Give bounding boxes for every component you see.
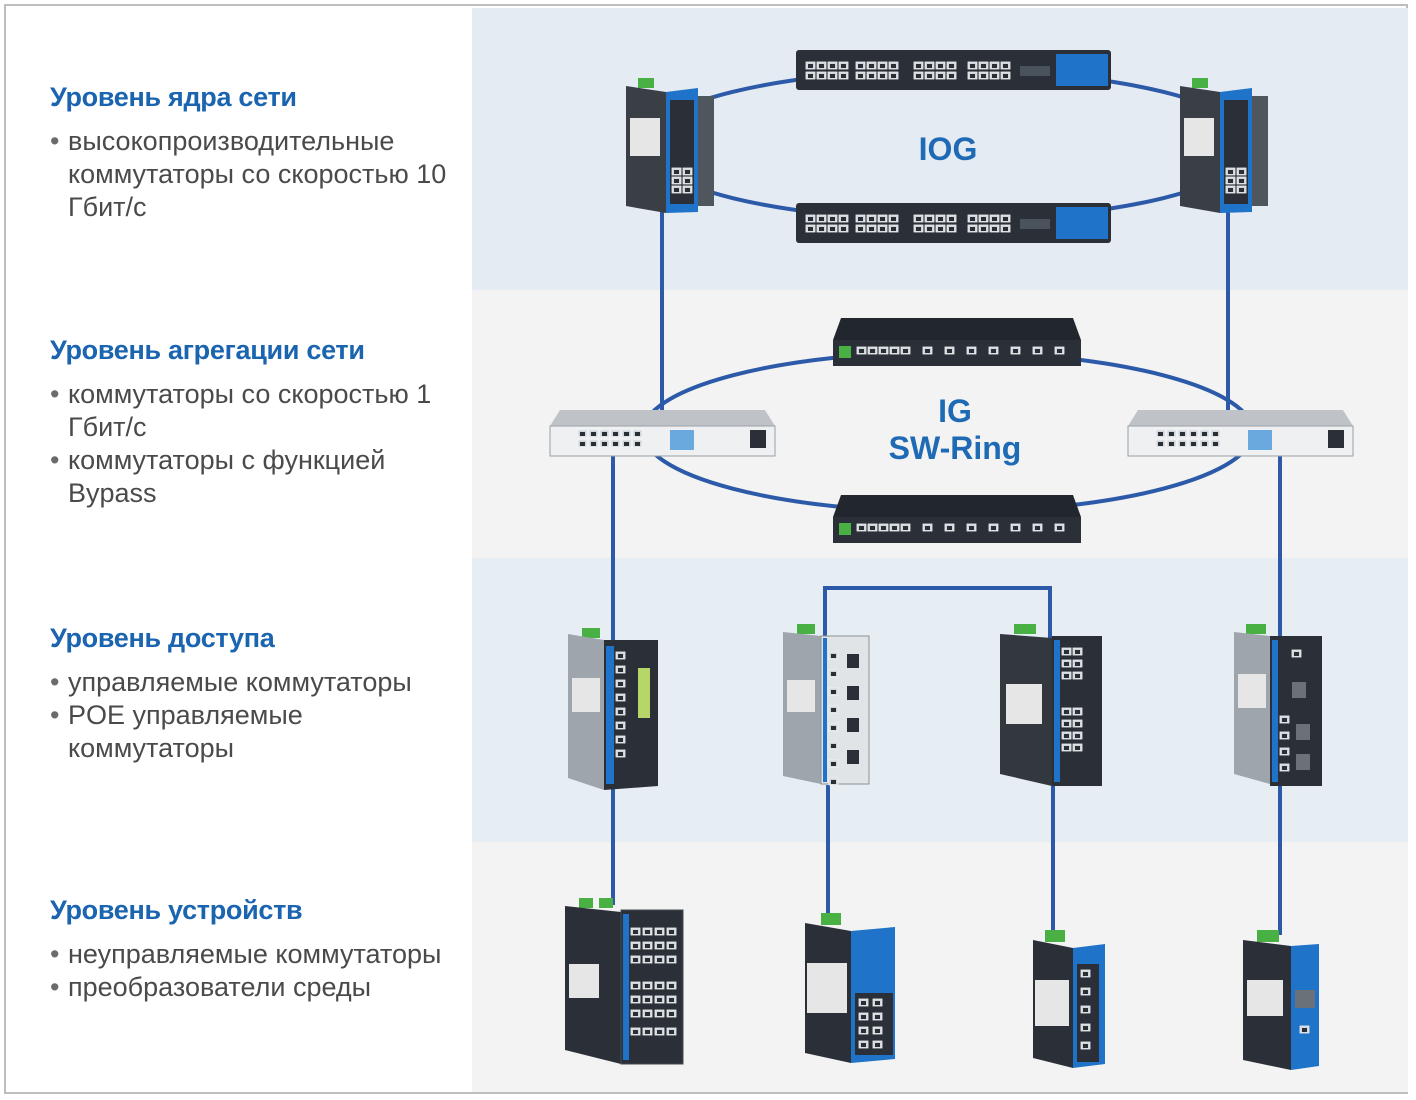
aggregation-level-title: Уровень агрегации сети: [50, 335, 365, 365]
list-item: управляемые коммутаторы: [50, 666, 465, 699]
list-item: коммутаторы со скоростью 1 Гбит/с: [50, 378, 465, 444]
aggregation-level-section: Уровень агрегации сети коммутаторы со ск…: [50, 335, 465, 510]
access-level-list: управляемые коммутаторы POE управляемые …: [50, 666, 465, 765]
din-rail-switch-icon: [626, 78, 714, 213]
din-rail-switch-icon: [565, 898, 684, 1065]
list-item: высокопроизводительные коммутаторы со ск…: [50, 125, 465, 224]
rack-switch-icon: [833, 495, 1081, 543]
rack-switch-icon: [796, 50, 1111, 90]
list-item: преобразователи среды: [50, 971, 465, 1004]
rack-switch-icon: [549, 410, 776, 457]
device-level-list: неуправляемые коммутаторы преобразовател…: [50, 938, 465, 1004]
din-rail-switch-icon: [568, 628, 658, 790]
core-level-title: Уровень ядра сети: [50, 82, 297, 112]
din-rail-switch-icon: [1000, 624, 1102, 786]
access-level-section: Уровень доступа управляемые коммутаторы …: [50, 623, 465, 765]
core-level-list: высокопроизводительные коммутаторы со ск…: [50, 125, 465, 224]
list-item: коммутаторы с функцией Bypass: [50, 444, 465, 510]
access-ring-link: [823, 586, 1052, 640]
rack-switch-icon: [1127, 410, 1354, 457]
din-rail-switch-icon: [805, 913, 895, 1063]
media-converter-icon: [1243, 930, 1319, 1070]
device-level-title: Уровень устройств: [50, 895, 303, 925]
core-level-section: Уровень ядра сети высокопроизводительные…: [50, 82, 465, 224]
rack-switch-icon: [833, 318, 1081, 366]
din-rail-switch-icon: [1033, 930, 1105, 1068]
aggregation-ring-label-line1: IG: [938, 393, 972, 429]
din-rail-switch-icon: [783, 624, 870, 786]
device-level-section: Уровень устройств неуправляемые коммутат…: [50, 895, 465, 1004]
rack-switch-icon: [796, 203, 1111, 243]
aggregation-ring-label-line2: SW-Ring: [889, 430, 1022, 466]
access-level-title: Уровень доступа: [50, 623, 275, 653]
aggregation-level-list: коммутаторы со скоростью 1 Гбит/с коммут…: [50, 378, 465, 510]
din-rail-switch-icon: [1234, 624, 1322, 786]
core-ring-label: IOG: [919, 131, 978, 167]
list-item: POE управляемые коммутаторы: [50, 699, 465, 765]
list-item: неуправляемые коммутаторы: [50, 938, 465, 971]
din-rail-switch-icon: [1180, 78, 1268, 213]
